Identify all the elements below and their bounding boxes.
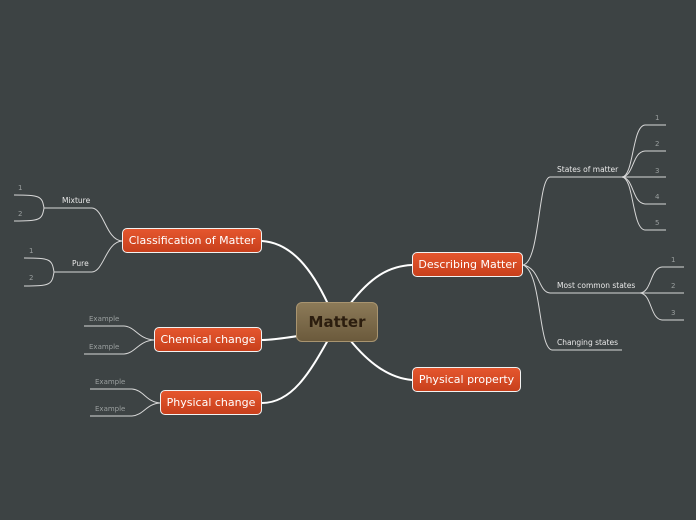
states-item-3[interactable]: 3	[655, 167, 660, 175]
pure-item-2[interactable]: 2	[29, 274, 34, 282]
subtopic-states-of-matter[interactable]: States of matter	[557, 165, 619, 174]
topic-physical-change[interactable]: Physical change	[160, 390, 262, 415]
topic-describing-matter[interactable]: Describing Matter	[412, 252, 523, 277]
subtopic-mixture[interactable]: Mixture	[62, 196, 91, 205]
states-item-1[interactable]: 1	[655, 114, 660, 122]
topic-label: Describing Matter	[418, 258, 517, 271]
pure-item-1[interactable]: 1	[29, 247, 34, 255]
mixture-item-1[interactable]: 1	[18, 184, 23, 192]
physical-example-1[interactable]: Example	[95, 378, 126, 386]
common-item-1[interactable]: 1	[671, 256, 676, 264]
states-item-5[interactable]: 5	[655, 219, 660, 227]
topic-classification-of-matter[interactable]: Classification of Matter	[122, 228, 262, 253]
subtopic-pure[interactable]: Pure	[72, 259, 89, 268]
topic-physical-property[interactable]: Physical property	[412, 367, 521, 392]
central-topic-label: Matter	[308, 313, 366, 331]
subtopic-most-common-states[interactable]: Most common states	[557, 281, 636, 290]
common-item-2[interactable]: 2	[671, 282, 676, 290]
topic-label: Physical change	[166, 396, 256, 409]
central-topic-matter[interactable]: Matter	[296, 302, 378, 342]
link-chemical-change	[261, 335, 299, 341]
subtopic-changing-states[interactable]: Changing states	[557, 338, 618, 347]
link-describing	[349, 264, 413, 305]
chemical-example-1[interactable]: Example	[89, 315, 120, 323]
common-item-3[interactable]: 3	[671, 309, 676, 317]
link-physical-change	[261, 339, 329, 404]
link-classification	[261, 240, 329, 305]
topic-label: Chemical change	[160, 333, 256, 346]
states-item-4[interactable]: 4	[655, 193, 660, 201]
physical-example-2[interactable]: Example	[95, 405, 126, 413]
chemical-example-2[interactable]: Example	[89, 343, 120, 351]
topic-label: Physical property	[418, 373, 515, 386]
link-physical-property	[349, 339, 413, 381]
mixture-item-2[interactable]: 2	[18, 210, 23, 218]
topic-chemical-change[interactable]: Chemical change	[154, 327, 262, 352]
topic-label: Classification of Matter	[128, 234, 256, 247]
states-item-2[interactable]: 2	[655, 140, 660, 148]
